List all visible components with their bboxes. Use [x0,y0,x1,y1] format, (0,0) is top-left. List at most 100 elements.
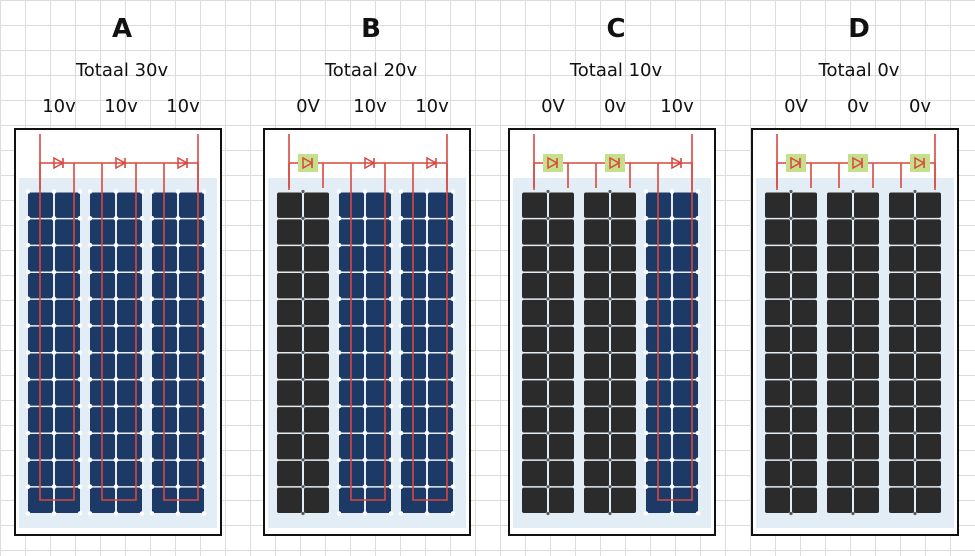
cell-node-dot-icon [149,189,155,194]
cell-node-dot-icon [450,242,456,248]
solar-cell [792,407,817,433]
cell-node-dot-icon [388,511,394,516]
cell-node-dot-icon [450,377,456,382]
cell-node-dot-icon [201,484,207,489]
solar-panel-diagram [756,134,954,528]
solar-cell [611,192,636,218]
cell-node-dot-icon [695,189,701,194]
string-loop-wire [101,188,137,501]
cell-node-dot-icon [789,324,793,328]
cell-node-dot-icon [175,189,181,194]
cell-node-dot-icon [789,431,793,435]
cell-node-dot-icon [388,403,394,409]
cell-node-dot-icon [113,377,119,382]
cell-node-dot-icon [851,270,855,274]
solar-cell [765,380,790,406]
cell-node-dot-icon [695,242,701,248]
solar-cell [179,353,204,379]
cell-node-dot-icon [201,323,207,328]
string-voltage-label: 0v [846,96,870,117]
string-voltage-label: 10v [42,96,76,117]
cell-node-dot-icon [388,430,394,436]
solar-cell [304,246,329,272]
cell-node-dot-icon [695,430,701,436]
cell-node-dot-icon [336,430,342,436]
cell-node-dot-icon [388,377,394,382]
solar-cell [889,273,914,299]
solar-cell [916,192,941,218]
solar-cell [584,487,609,513]
cell-node-dot-icon [388,323,394,328]
cell-node-dot-icon [424,377,430,382]
string-loop-wire [350,188,386,501]
solar-cell [55,380,80,406]
solar-cell [765,219,790,245]
solar-cell [827,407,852,433]
solar-cell [549,487,574,513]
cell-node-dot-icon [398,511,404,516]
cell-node-dot-icon [851,511,855,516]
cell-node-dot-icon [87,242,93,248]
solar-cell [792,380,817,406]
solar-cell [611,273,636,299]
solar-cell [584,246,609,272]
diode-symbol-icon [605,154,625,172]
cell-node-dot-icon [201,511,207,516]
cell-node-dot-icon [301,485,305,489]
solar-cell [428,273,453,299]
cell-node-dot-icon [336,242,342,248]
cell-node-dot-icon [175,403,181,409]
cell-node-dot-icon [301,270,305,274]
cell-node-dot-icon [87,457,93,463]
cell-node-dot-icon [301,324,305,328]
diode-symbol-icon [426,156,438,170]
cell-node-dot-icon [149,296,155,302]
string-voltage-label: 10v [166,96,200,117]
cell-node-dot-icon [669,403,675,409]
cell-node-dot-icon [77,511,83,516]
solar-cell [117,219,142,245]
solar-cell [916,460,941,487]
cell-node-dot-icon [77,242,83,248]
cell-node-dot-icon [301,297,305,301]
cell-node-dot-icon [175,457,181,463]
solar-cell [673,299,698,326]
cell-node-dot-icon [51,350,57,355]
solar-panel-diagram [268,134,466,528]
cell-node-dot-icon [77,457,83,463]
cell-node-dot-icon [424,269,430,275]
cell-node-dot-icon [113,189,119,194]
solar-cell [827,460,852,487]
cell-node-dot-icon [608,324,612,328]
cell-node-dot-icon [643,242,649,248]
solar-cell [428,299,453,326]
cell-node-dot-icon [424,403,430,409]
cell-node-dot-icon [201,457,207,463]
solar-cell [611,460,636,487]
cell-node-dot-icon [851,404,855,408]
solar-cell [304,380,329,406]
cell-node-dot-icon [424,350,430,355]
cell-node-dot-icon [695,323,701,328]
cell-node-dot-icon [25,511,31,516]
string-loop-wire [412,188,448,501]
solar-cell [673,353,698,379]
cell-node-dot-icon [546,243,550,247]
cell-node-dot-icon [450,511,456,516]
cell-node-dot-icon [669,296,675,302]
cell-node-dot-icon [424,296,430,302]
solar-cell [179,407,204,433]
cell-node-dot-icon [149,323,155,328]
solar-cell [179,299,204,326]
solar-cell [889,299,914,326]
solar-cell [549,353,574,379]
cell-node-dot-icon [398,242,404,248]
cell-node-dot-icon [608,216,612,220]
solar-cell [673,380,698,406]
cell-node-dot-icon [336,323,342,328]
cell-node-dot-icon [643,511,649,516]
cell-node-dot-icon [913,404,917,408]
cell-node-dot-icon [398,216,404,221]
cell-node-dot-icon [25,403,31,409]
solar-cell [673,192,698,218]
